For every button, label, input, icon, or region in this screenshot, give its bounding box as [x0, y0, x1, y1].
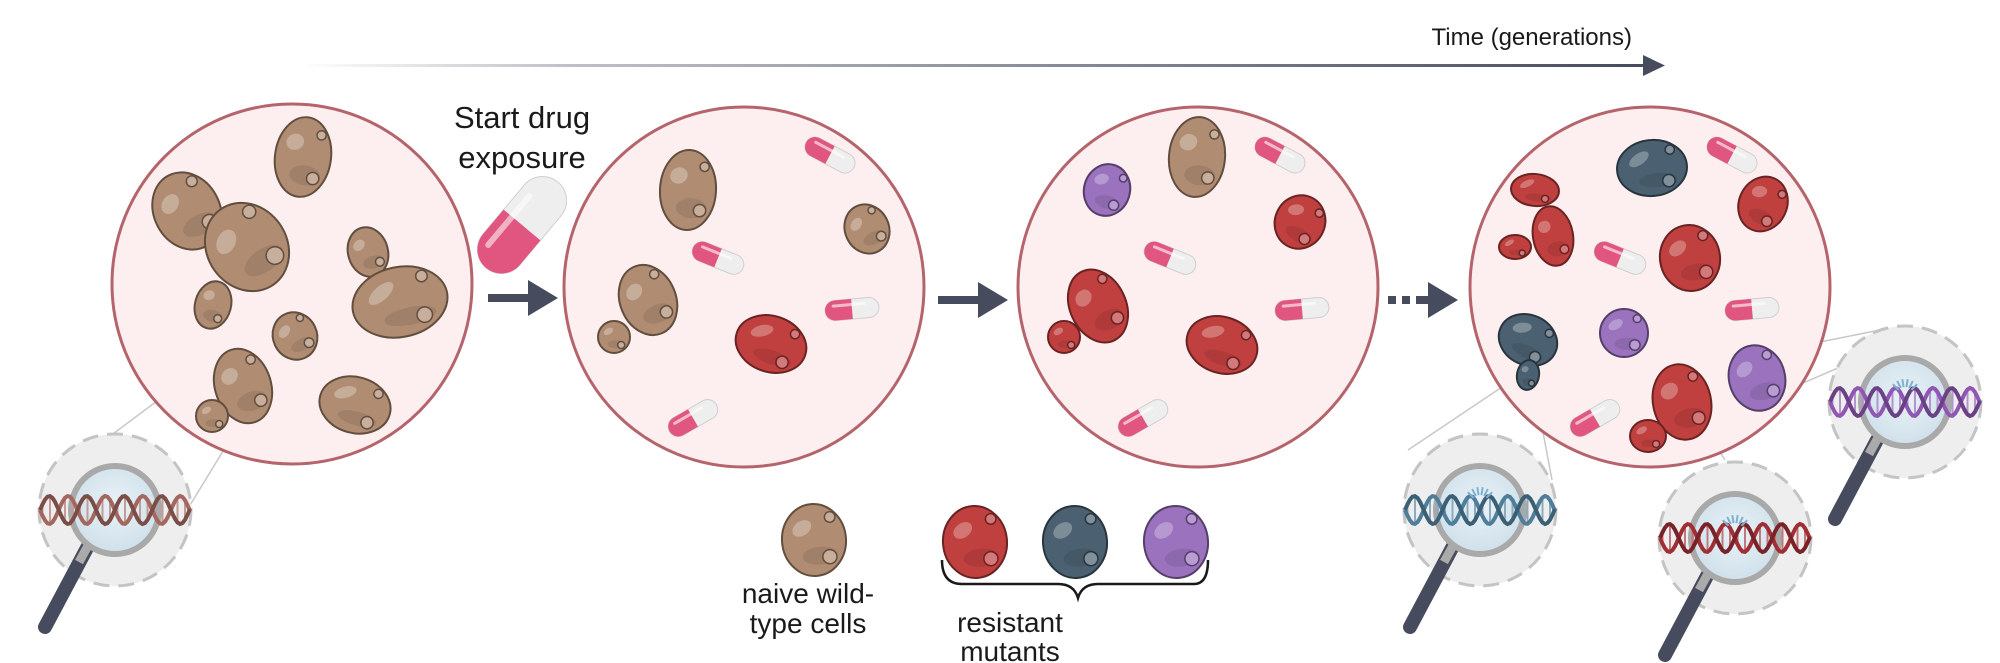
wild-cell-9 [318, 375, 392, 435]
pill-icon-11 [1569, 399, 1621, 437]
pills-layer [667, 136, 1780, 437]
cells-layer [151, 116, 1789, 579]
wild-cell-33 [780, 503, 848, 577]
pill-icon-4 [1254, 136, 1306, 174]
step-arrow-dotted-icon [1388, 282, 1458, 318]
purple-cell-32 [1727, 344, 1787, 412]
wild-cell-4 [271, 311, 319, 361]
wild-cell-12 [617, 264, 679, 336]
pill-icon-8 [1706, 136, 1758, 174]
wild-cell-13 [597, 320, 631, 354]
drug-label-line1: Start drug [454, 100, 590, 135]
slate-cell-22 [1616, 138, 1688, 198]
slate-cell-28 [1515, 359, 1541, 391]
wild-cell-5 [346, 226, 390, 278]
drug-pill-icon [476, 175, 568, 275]
red-cell-34 [941, 505, 1009, 579]
red-cell-19 [1047, 320, 1081, 354]
timeline-arrowhead-icon [1643, 55, 1665, 76]
wild-cell-6 [351, 265, 449, 339]
wild-cell-3 [193, 280, 233, 330]
timeline: Time (generations) [300, 24, 1665, 76]
dish-2 [562, 105, 926, 469]
pill-icon-9 [1593, 241, 1647, 275]
red-cell-17 [1273, 194, 1327, 250]
dna-magnifier-icon-3 [1827, 324, 1983, 526]
pill-icon-6 [1274, 297, 1330, 321]
wild-cell-11 [843, 203, 891, 255]
legend-brace [940, 559, 1210, 603]
wild-cell-7 [212, 347, 274, 425]
pill-icon-0 [804, 136, 856, 174]
wild-cell-8 [195, 399, 229, 433]
magnifier-layer [37, 324, 1983, 662]
legend-wild-line2: type cells [750, 608, 867, 639]
red-cell-24 [1531, 205, 1575, 267]
red-cell-26 [1658, 224, 1722, 292]
step-arrow-2-icon [938, 282, 1008, 318]
red-cell-30 [1651, 363, 1713, 441]
slate-cell-35 [1041, 505, 1109, 579]
step-arrow-1-icon [488, 280, 558, 316]
purple-cell-15 [1082, 163, 1132, 217]
pill-icon-2 [824, 297, 880, 321]
dna-magnifier-icon-0 [37, 432, 193, 634]
dna-magnifier-icon-2 [1657, 460, 1813, 662]
legend-mutants-line2: mutants [960, 636, 1060, 663]
purple-cell-36 [1142, 505, 1210, 579]
pill-icon-3 [667, 399, 719, 437]
legend-wild-line1: naive wild- [742, 578, 874, 609]
pill-icon-5 [1143, 241, 1197, 275]
drug-label-line2: exposure [458, 140, 586, 175]
pill-icon-7 [1117, 399, 1169, 437]
red-cell-18 [1066, 268, 1130, 344]
red-cell-14 [734, 314, 808, 374]
red-cell-23 [1737, 175, 1789, 233]
red-cell-25 [1498, 234, 1532, 260]
timeline-line [300, 64, 1645, 67]
timeline-label: Time (generations) [1431, 24, 1632, 51]
wild-cell-10 [658, 149, 718, 231]
wild-cell-0 [273, 116, 333, 198]
red-cell-21 [1510, 172, 1560, 208]
purple-cell-29 [1599, 308, 1649, 358]
pill-icon-1 [691, 241, 745, 275]
dna-magnifier-icon-1 [1402, 432, 1558, 634]
pill-icon-10 [1724, 297, 1780, 321]
legend-mutants-line1: resistant [957, 607, 1063, 638]
red-cell-31 [1629, 419, 1667, 453]
red-cell-20 [1185, 315, 1259, 375]
wild-cell-16 [1167, 116, 1227, 198]
wild-cell-2 [203, 201, 291, 293]
